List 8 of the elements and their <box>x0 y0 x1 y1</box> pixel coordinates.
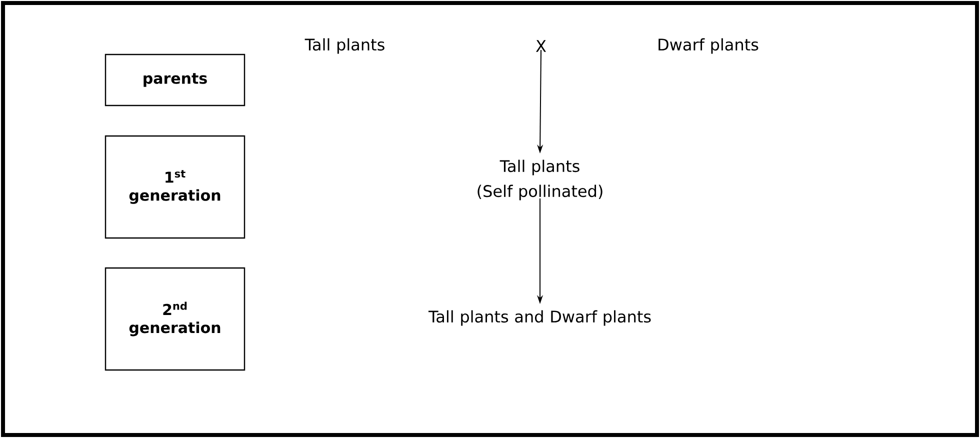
plant-label: Tall plants <box>304 38 384 54</box>
plant-label: Tall plants and Dwarf plants <box>428 310 651 326</box>
label-box: 2$^{nd}$ generation <box>104 267 246 371</box>
label-box: parents <box>104 54 246 106</box>
label-box: 1$^{st}$ generation <box>104 135 246 239</box>
plant-label: Dwarf plants <box>658 38 758 54</box>
plant-label: Tall plants (Self pollinated) <box>478 160 602 200</box>
plant-label: X <box>536 40 546 52</box>
